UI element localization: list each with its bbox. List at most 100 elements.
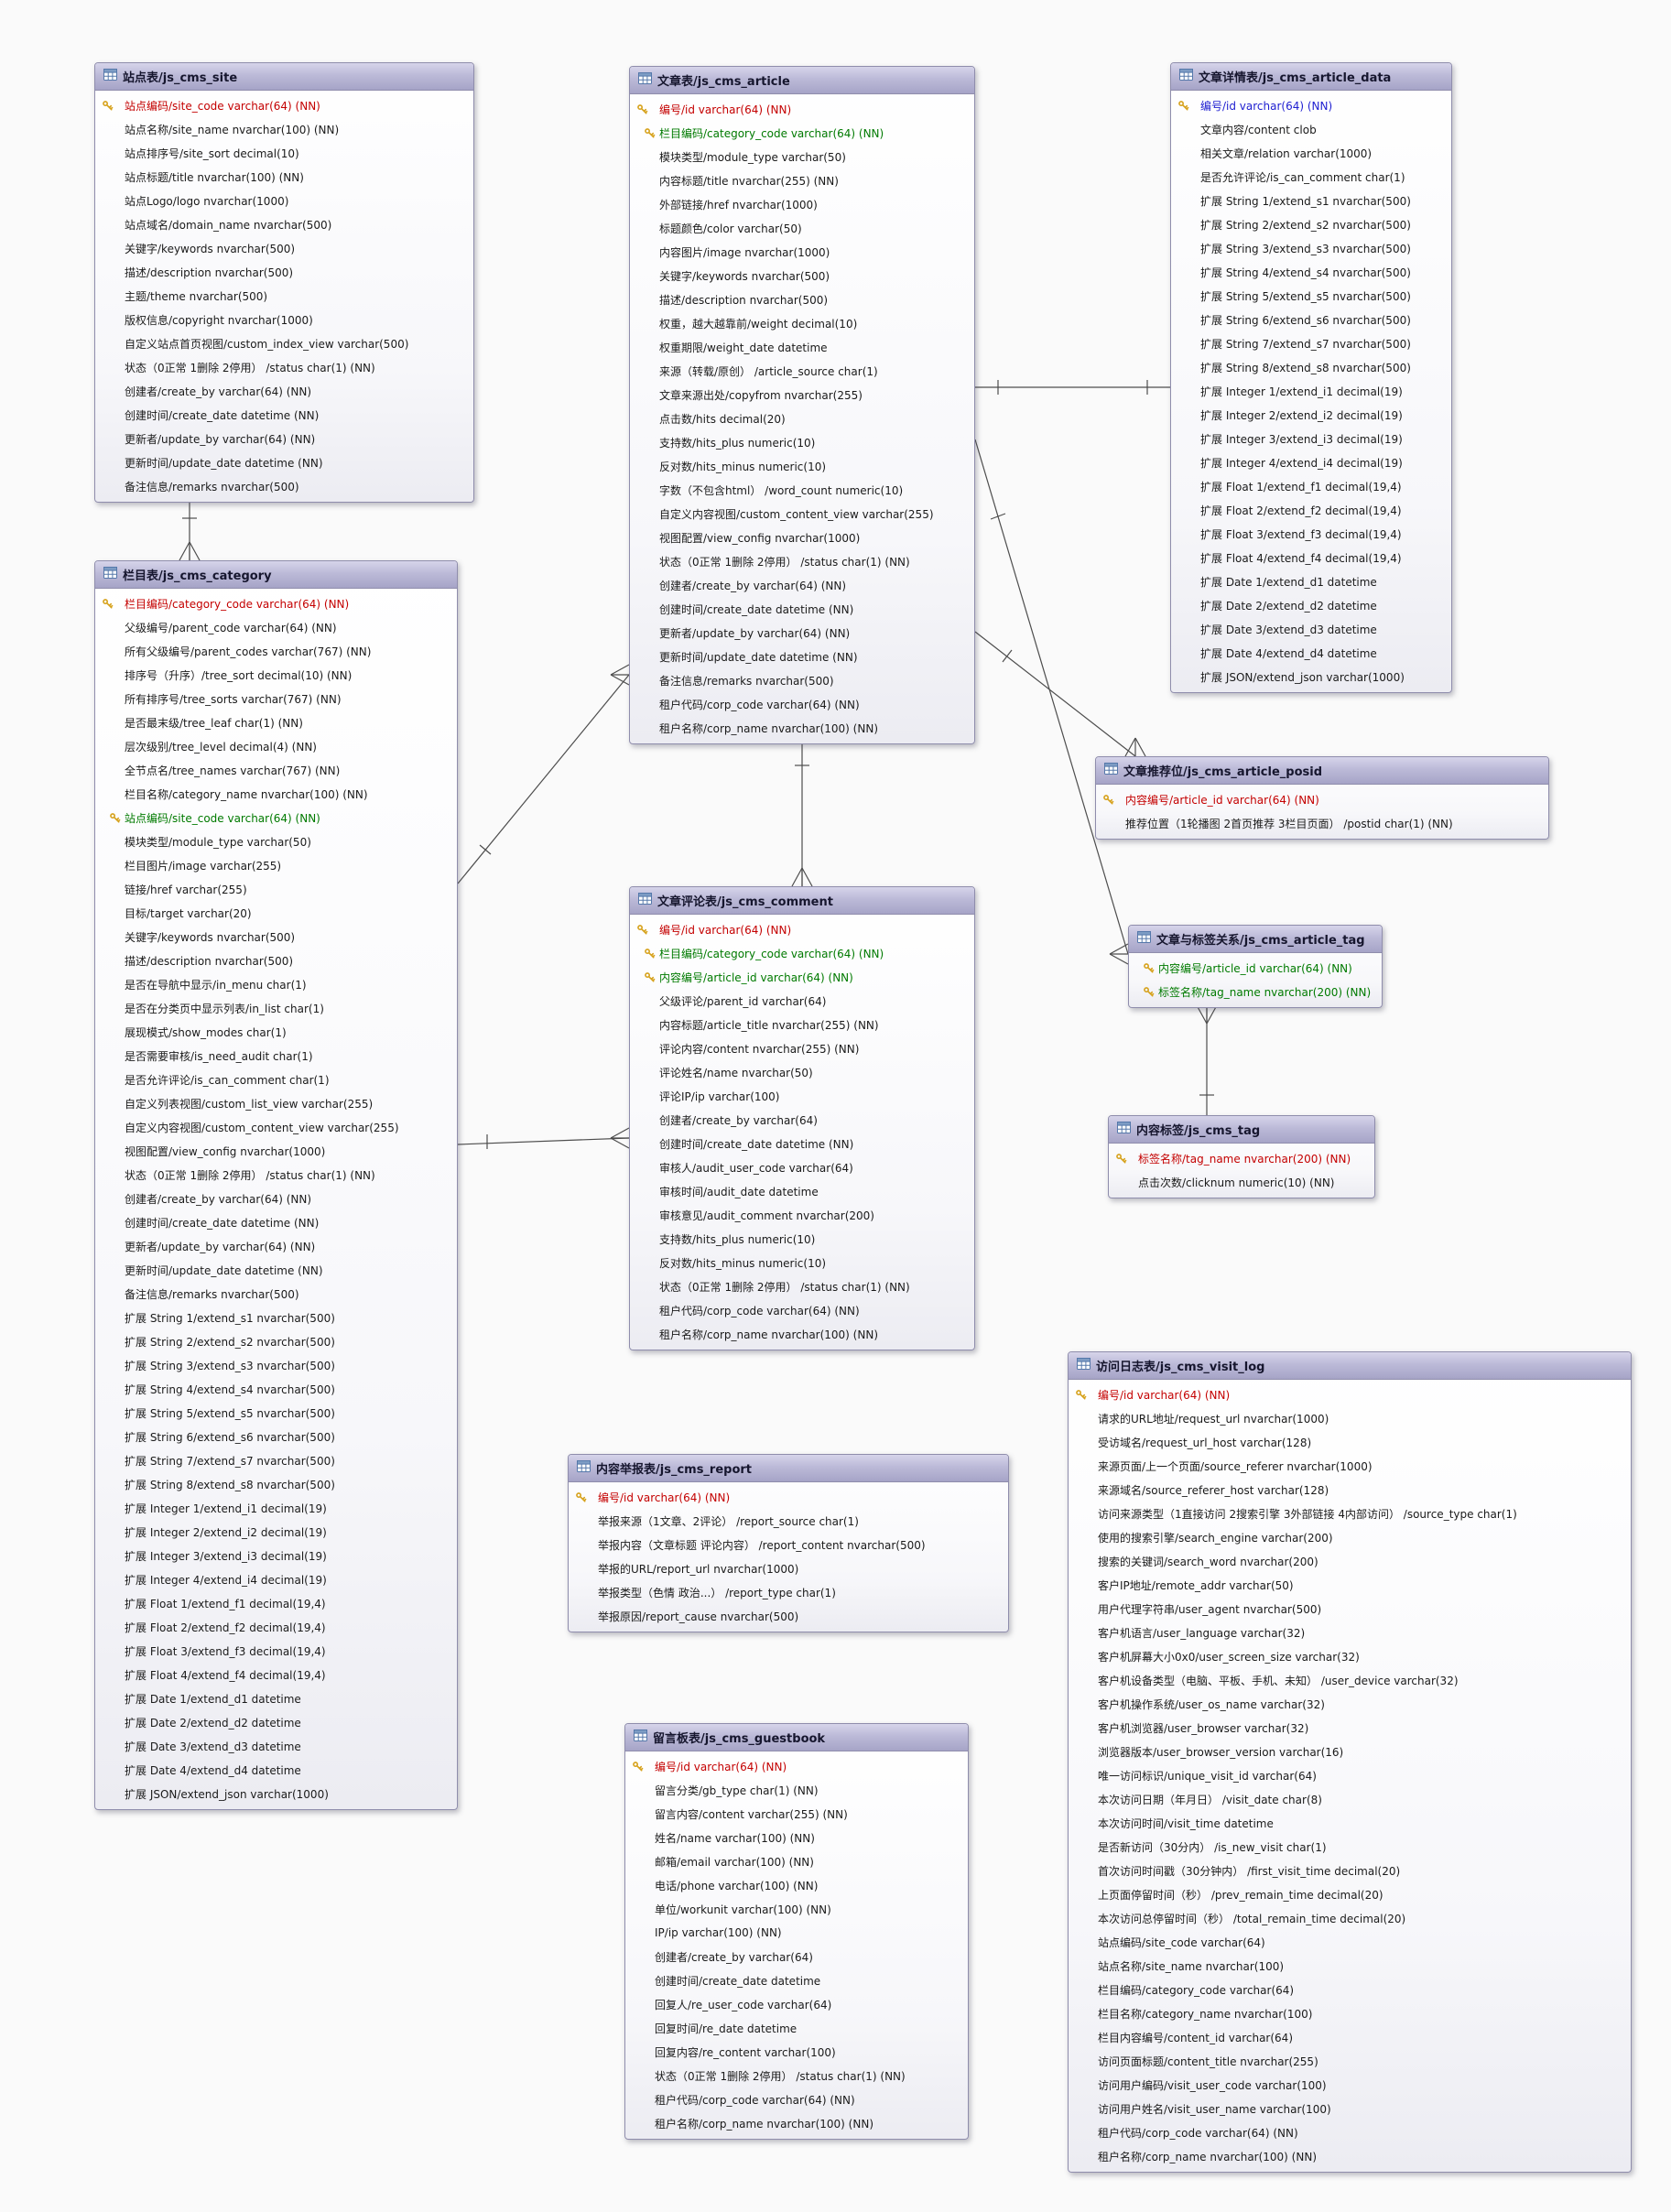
field-row: 视图配置/view_config nvarchar(1000) (95, 1139, 457, 1163)
table-article[interactable]: 文章表/js_cms_article 编号/id varchar(64) (NN)… (629, 66, 975, 744)
field-text: 更新时间/update_date datetime (NN) (659, 650, 858, 664)
table-tag[interactable]: 内容标签/js_cms_tag 标签名称/tag_name nvarchar(20… (1108, 1115, 1375, 1198)
table-header[interactable]: 文章评论表/js_cms_comment (630, 887, 974, 915)
field-row: 留言分类/gb_type char(1) (NN) (625, 1778, 968, 1802)
field-text: 扩展 String 1/extend_s1 nvarchar(500) (1200, 194, 1411, 208)
field-text: 客户IP地址/remote_addr varchar(50) (1098, 1578, 1294, 1592)
field-text: 文章内容/content clob (1200, 123, 1317, 136)
field-text: 创建者/create_by varchar(64) (NN) (125, 1192, 312, 1206)
field-text: 扩展 String 4/extend_s4 nvarchar(500) (125, 1382, 335, 1396)
table-title: 文章评论表/js_cms_comment (657, 895, 833, 909)
field-row: 自定义内容视图/custom_content_view varchar(255) (630, 502, 974, 526)
field-row: 站点Logo/logo nvarchar(1000) (95, 189, 473, 212)
field-row: 扩展 String 1/extend_s1 nvarchar(500) (1171, 189, 1451, 212)
field-text: 客户机操作系统/user_os_name varchar(32) (1098, 1697, 1325, 1711)
table-header[interactable]: 访问日志表/js_cms_visit_log (1069, 1352, 1631, 1380)
field-row: 本次访问时间/visit_time datetime (1069, 1811, 1631, 1835)
table-header[interactable]: 留言板表/js_cms_guestbook (625, 1724, 968, 1751)
field-row: 举报来源（1文章、2评论） /report_source char(1) (569, 1509, 1008, 1533)
field-row: 使用的搜索引擎/search_engine varchar(200) (1069, 1525, 1631, 1549)
table-header[interactable]: 文章与标签关系/js_cms_article_tag (1129, 926, 1382, 953)
table-header[interactable]: 文章详情表/js_cms_article_data (1171, 63, 1451, 91)
table-header[interactable]: 文章表/js_cms_article (630, 67, 974, 94)
field-row: 扩展 JSON/extend_json varchar(1000) (95, 1782, 457, 1805)
field-row: 权重，越大越靠前/weight decimal(10) (630, 311, 974, 335)
foreign-key-icon (95, 812, 125, 824)
field-row: 扩展 Integer 2/extend_i2 decimal(19) (1171, 403, 1451, 427)
field-text: 客户机浏览器/user_browser varchar(32) (1098, 1721, 1309, 1735)
field-row: 编号/id varchar(64) (NN) (630, 97, 974, 121)
primary-key-icon (569, 1491, 598, 1503)
field-text: 站点排序号/site_sort decimal(10) (125, 146, 299, 160)
field-text: 栏目图片/image varchar(255) (125, 859, 282, 873)
field-text: 上页面停留时间（秒） /prev_remain_time decimal(20) (1098, 1888, 1383, 1902)
table-icon (638, 893, 652, 908)
field-text: 扩展 String 7/extend_s7 nvarchar(500) (125, 1454, 335, 1468)
field-row: 用户代理字符串/user_agent nvarchar(500) (1069, 1597, 1631, 1621)
field-row: 评论姓名/name nvarchar(50) (630, 1060, 974, 1084)
table-header[interactable]: 内容标签/js_cms_tag (1109, 1116, 1374, 1144)
field-text: 支持数/hits_plus numeric(10) (659, 436, 816, 450)
table-icon (1137, 931, 1151, 947)
field-row: 扩展 Date 4/extend_d4 datetime (1171, 641, 1451, 665)
table-header[interactable]: 内容举报表/js_cms_report (569, 1455, 1008, 1482)
field-row: 姓名/name varchar(100) (NN) (625, 1826, 968, 1849)
table-field-list: 编号/id varchar(64) (NN)留言分类/gb_type char(… (625, 1751, 968, 2139)
field-text: 扩展 Date 4/extend_d4 datetime (1200, 646, 1377, 660)
field-text: 审核意见/audit_comment nvarchar(200) (659, 1209, 874, 1222)
field-row: 扩展 String 3/extend_s3 nvarchar(500) (1171, 236, 1451, 260)
table-header[interactable]: 站点表/js_cms_site (95, 63, 473, 91)
field-text: 扩展 Date 2/extend_d2 datetime (125, 1716, 301, 1729)
field-text: 举报类型（色情 政治...） /report_type char(1) (598, 1586, 836, 1599)
field-text: 创建者/create_by varchar(64) (NN) (659, 579, 847, 592)
field-row: 栏目名称/category_name nvarchar(100) (NN) (95, 782, 457, 806)
table-header[interactable]: 文章推荐位/js_cms_article_posid (1096, 757, 1548, 785)
field-row: 排序号（升序）/tree_sort decimal(10) (NN) (95, 663, 457, 687)
field-text: 推荐位置（1轮播图 2首页推荐 3栏目页面） /postid char(1) (… (1125, 817, 1453, 830)
field-row: 更新者/update_by varchar(64) (NN) (95, 1234, 457, 1258)
field-row: 创建者/create_by varchar(64) (625, 1945, 968, 1968)
field-row: 客户IP地址/remote_addr varchar(50) (1069, 1573, 1631, 1597)
table-article_tag[interactable]: 文章与标签关系/js_cms_article_tag 内容编号/article_i… (1128, 925, 1383, 1008)
field-row: 扩展 Date 3/extend_d3 datetime (1171, 617, 1451, 641)
field-text: 关键字/keywords nvarchar(500) (125, 930, 296, 944)
field-row: 是否允许评论/is_can_comment char(1) (95, 1068, 457, 1091)
foreign-key-icon (1129, 986, 1158, 998)
field-row: 扩展 JSON/extend_json varchar(1000) (1171, 665, 1451, 689)
field-text: 租户代码/corp_code varchar(64) (NN) (659, 698, 860, 711)
table-header[interactable]: 栏目表/js_cms_category (95, 561, 457, 589)
field-text: 模块类型/module_type varchar(50) (659, 150, 846, 164)
primary-key-icon (1109, 1153, 1138, 1165)
field-text: 扩展 Integer 2/extend_i2 decimal(19) (1200, 408, 1403, 422)
field-text: 扩展 Float 3/extend_f3 decimal(19,4) (1200, 527, 1402, 541)
table-icon (103, 69, 117, 84)
table-icon (1077, 1358, 1090, 1373)
field-row: 扩展 String 8/extend_s8 nvarchar(500) (95, 1472, 457, 1496)
field-row: 备注信息/remarks nvarchar(500) (630, 668, 974, 692)
field-row: 回复时间/re_date datetime (625, 2016, 968, 2040)
field-row: 请求的URL地址/request_url nvarchar(1000) (1069, 1406, 1631, 1430)
field-row: 内容标题/title nvarchar(255) (NN) (630, 168, 974, 192)
field-row: 本次访问总停留时间（秒） /total_remain_time decimal(… (1069, 1906, 1631, 1930)
field-row: 编号/id varchar(64) (NN) (1171, 93, 1451, 117)
table-icon (1117, 1122, 1131, 1137)
field-text: 标签名称/tag_name nvarchar(200) (NN) (1138, 1152, 1351, 1166)
field-text: 创建时间/create_date datetime (NN) (659, 602, 854, 616)
field-row: 租户名称/corp_name nvarchar(100) (NN) (625, 2111, 968, 2135)
field-text: 访问页面标题/content_title nvarchar(255) (1098, 2055, 1318, 2068)
field-row: 视图配置/view_config nvarchar(1000) (630, 526, 974, 549)
field-row: 支持数/hits_plus numeric(10) (630, 1227, 974, 1251)
field-row: 内容标题/article_title nvarchar(255) (NN) (630, 1013, 974, 1036)
field-row: 扩展 Integer 3/extend_i3 decimal(19) (95, 1544, 457, 1567)
field-text: 内容编号/article_id varchar(64) (NN) (1158, 961, 1352, 975)
field-text: 是否允许评论/is_can_comment char(1) (1200, 170, 1405, 184)
field-row: 审核时间/audit_date datetime (630, 1179, 974, 1203)
